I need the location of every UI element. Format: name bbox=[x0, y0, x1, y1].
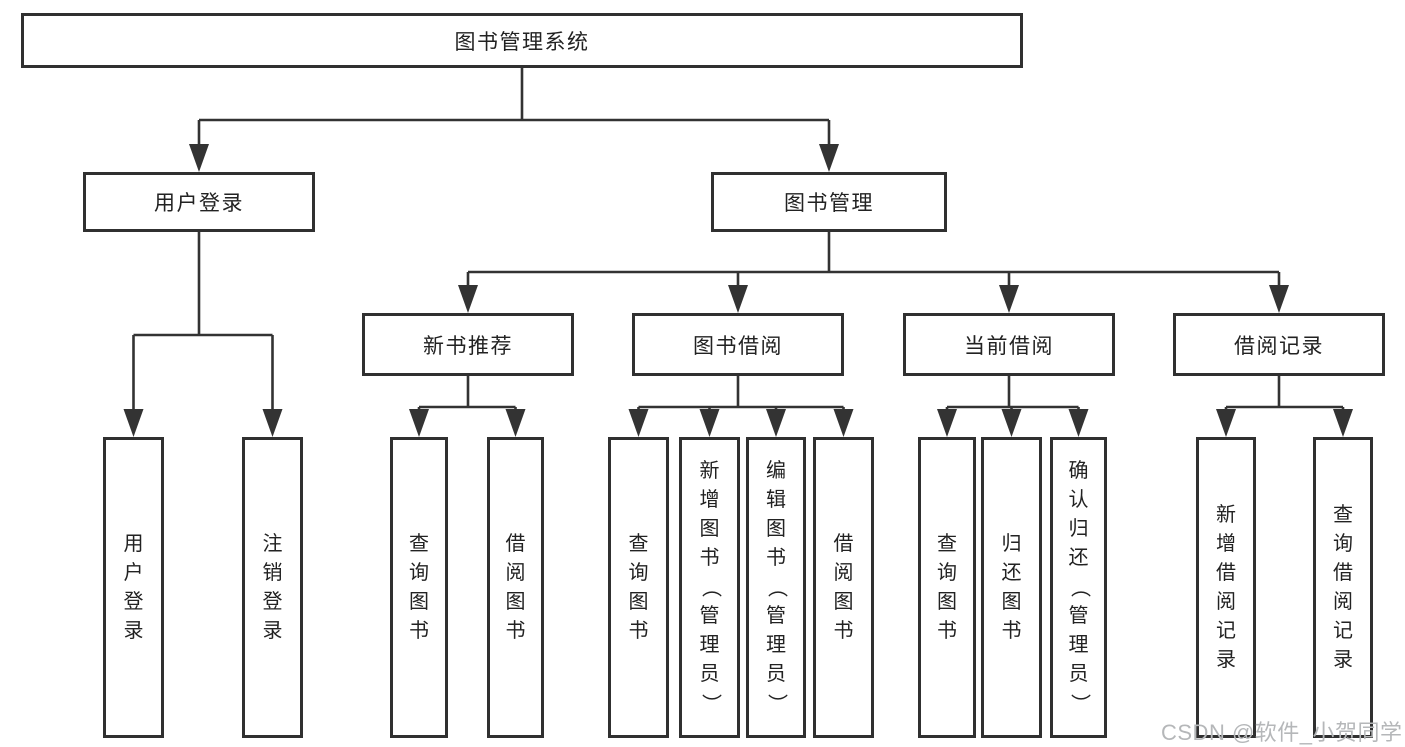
node-book-borrowing-label: 图书借阅 bbox=[693, 334, 783, 358]
leaf-query-borrow-record-label: 查询借阅记录 bbox=[1333, 503, 1353, 671]
leaf-logout: 注销登录 bbox=[242, 437, 303, 738]
leaf-confirm-return-admin: 确认归还（管理员） bbox=[1050, 437, 1107, 738]
node-book-borrowing: 图书借阅 bbox=[632, 313, 844, 376]
node-borrowing-records: 借阅记录 bbox=[1173, 313, 1385, 376]
leaf-query-books-recommend-label: 查询图书 bbox=[409, 532, 429, 642]
node-book-management-label: 图书管理 bbox=[784, 192, 874, 215]
leaf-user-login: 用户登录 bbox=[103, 437, 164, 738]
leaf-add-books-admin: 新增图书（管理员） bbox=[679, 437, 740, 738]
leaf-return-books-label: 归还图书 bbox=[1001, 532, 1022, 642]
leaf-edit-books-admin: 编辑图书（管理员） bbox=[746, 437, 806, 738]
leaf-query-books-recommend: 查询图书 bbox=[390, 437, 448, 738]
leaf-borrow-books-borrowing: 借阅图书 bbox=[813, 437, 874, 738]
node-borrowing-records-label: 借阅记录 bbox=[1234, 334, 1324, 358]
node-user-login-label: 用户登录 bbox=[154, 192, 244, 215]
csdn-watermark: CSDN @软件_小贺同学 bbox=[1161, 720, 1403, 745]
leaf-return-books: 归还图书 bbox=[981, 437, 1042, 738]
leaf-query-books-current: 查询图书 bbox=[918, 437, 976, 738]
leaf-add-borrow-record-label: 新增借阅记录 bbox=[1216, 503, 1236, 671]
leaf-add-books-admin-label: 新增图书（管理员） bbox=[699, 460, 721, 714]
node-current-borrowing-label: 当前借阅 bbox=[964, 334, 1054, 358]
node-library-system: 图书管理系统 bbox=[21, 13, 1023, 68]
leaf-query-books-borrowing-label: 查询图书 bbox=[628, 532, 649, 642]
leaf-borrow-books-borrowing-label: 借阅图书 bbox=[833, 532, 854, 642]
leaf-query-borrow-record: 查询借阅记录 bbox=[1313, 437, 1373, 738]
node-new-book-recommend: 新书推荐 bbox=[362, 313, 574, 376]
leaf-query-books-borrowing: 查询图书 bbox=[608, 437, 669, 738]
node-library-system-label: 图书管理系统 bbox=[454, 30, 590, 54]
leaf-borrow-books-recommend-label: 借阅图书 bbox=[505, 532, 526, 642]
node-current-borrowing: 当前借阅 bbox=[903, 313, 1115, 376]
leaf-query-books-current-label: 查询图书 bbox=[937, 532, 957, 642]
leaf-logout-label: 注销登录 bbox=[262, 532, 283, 642]
node-new-book-recommend-label: 新书推荐 bbox=[423, 334, 513, 358]
leaf-confirm-return-admin-label: 确认归还（管理员） bbox=[1068, 460, 1090, 714]
node-book-management: 图书管理 bbox=[711, 172, 947, 232]
leaf-borrow-books-recommend: 借阅图书 bbox=[487, 437, 544, 738]
leaf-edit-books-admin-label: 编辑图书（管理员） bbox=[765, 460, 788, 714]
leaf-add-borrow-record: 新增借阅记录 bbox=[1196, 437, 1256, 738]
node-user-login: 用户登录 bbox=[83, 172, 315, 232]
leaf-user-login-label: 用户登录 bbox=[123, 532, 144, 642]
